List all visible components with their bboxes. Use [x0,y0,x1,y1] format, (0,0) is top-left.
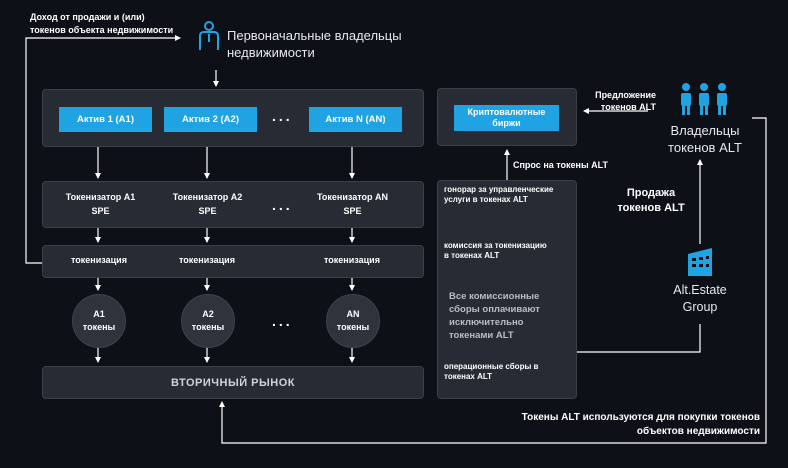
circle-a2-line1: A2 [202,309,214,319]
note-line4: токенами ALT [449,330,514,341]
tokenization-2: токенизация [179,255,235,265]
alt-holders-label: Владельцы токенов ALT [650,122,760,156]
people-icon [678,82,730,116]
operational-fee-line2: токенах ALT [444,372,493,381]
token-circle-a1: A1 токены [72,294,126,348]
asset-an: Актив N (AN) [309,107,402,132]
holders-line1: Владельцы [670,123,740,138]
tokenizer-an-line2: SPE [343,206,362,216]
exchanges-line2: биржи [492,118,521,128]
circle-an-line2: токены [336,322,370,332]
owner-icon [196,20,222,52]
tokenization-n: токенизация [324,255,380,265]
asset-a1: Актив 1 (A1) [59,107,152,132]
management-fee-line1: гонорар за управленческие [444,185,554,194]
note-line3: исключительно [449,317,524,328]
circle-a1-line2: токены [82,322,116,332]
token-circle-an: AN токены [326,294,380,348]
tokenizer-a2-line1: Токенизатор A2 [172,192,243,202]
offer-label: Предложение токенов ALT [584,89,656,113]
tokenizer-an: Токенизатор AN SPE [305,188,400,220]
revenue-loop-arrow [25,35,181,264]
token-circle-a2: A2 токены [181,294,235,348]
sale-line1: Продажа [626,187,676,199]
altestate-label: Alt.Estate Group [652,282,748,316]
revenue-label-line1: Доход от продажи и (или) [30,12,145,22]
tokenization-1: токенизация [71,255,127,265]
crypto-exchanges: Криптовалютные биржи [454,105,559,131]
all-fees-note: Все комиссионные сборы оплачивают исключ… [449,290,559,342]
tokenizer-a1-line2: SPE [91,206,110,216]
initial-owners-line1: Первоначальные владельцы [227,28,402,43]
tokenizer-a1-line1: Токенизатор A1 [65,192,136,202]
demand-label: Спрос на токены ALT [513,160,609,170]
tokenization-fee-line2: в токенах ALT [444,251,500,260]
tokenization-panel [42,245,424,278]
circle-an-line1: AN [346,309,360,319]
sale-line2: токенов ALT [617,202,685,214]
revenue-label-line2: токенов объекта недвижимости [30,25,174,35]
tokenizer-a1: Токенизатор A1 SPE [53,188,148,220]
exchanges-line1: Криптовалютные [467,107,546,117]
altestate-line2: Group [682,300,718,314]
tokenization-fee-line1: комиссия за токенизацию [444,241,547,250]
tokenization-fee: комиссия за токенизацию в токенах ALT [444,241,570,261]
sale-label: Продажа токенов ALT [611,186,691,216]
alt-buy-loop-arrow [219,117,767,444]
operational-fee-line1: операционные сборы в [444,362,539,371]
altestate-line1: Alt.Estate [673,283,727,297]
tokenizer-a2: Токенизатор A2 SPE [160,188,255,220]
building-icon [686,246,714,276]
circles-ellipsis: ... [272,313,293,329]
management-fee: гонорар за управленческие услуги в токен… [444,185,570,205]
note-line2: сборы оплачивают [449,304,540,315]
secondary-market: ВТОРИЧНЫЙ РЫНОК [42,366,424,399]
tokenizer-a2-line2: SPE [198,206,217,216]
fees-panel [437,180,577,399]
usage-line2: объектов недвижимости [636,426,760,437]
offer-line2: токенов ALT [600,102,656,112]
tokenizer-an-line1: Токенизатор AN [316,192,389,202]
management-fee-line2: услуги в токенах ALT [444,195,528,204]
initial-owners-label: Первоначальные владельцы недвижимости [227,27,447,61]
offer-line1: Предложение [595,90,656,100]
asset-a2: Актив 2 (A2) [164,107,257,132]
revenue-label: Доход от продажи и (или) токенов объекта… [30,11,210,37]
note-line1: Все комиссионные [449,291,540,302]
operational-fee: операционные сборы в токенах ALT [444,362,570,382]
circle-a2-line2: токены [191,322,225,332]
tokenizers-ellipsis: ... [272,197,293,213]
alt-usage-label: Токены ALT используются для покупки токе… [470,411,760,439]
usage-line1: Токены ALT используются для покупки токе… [521,412,760,423]
holders-line2: токенов ALT [668,140,742,155]
circle-a1-line1: A1 [93,309,105,319]
assets-ellipsis: ... [272,108,293,124]
initial-owners-line2: недвижимости [227,45,315,60]
tokenizers-panel [42,181,424,228]
